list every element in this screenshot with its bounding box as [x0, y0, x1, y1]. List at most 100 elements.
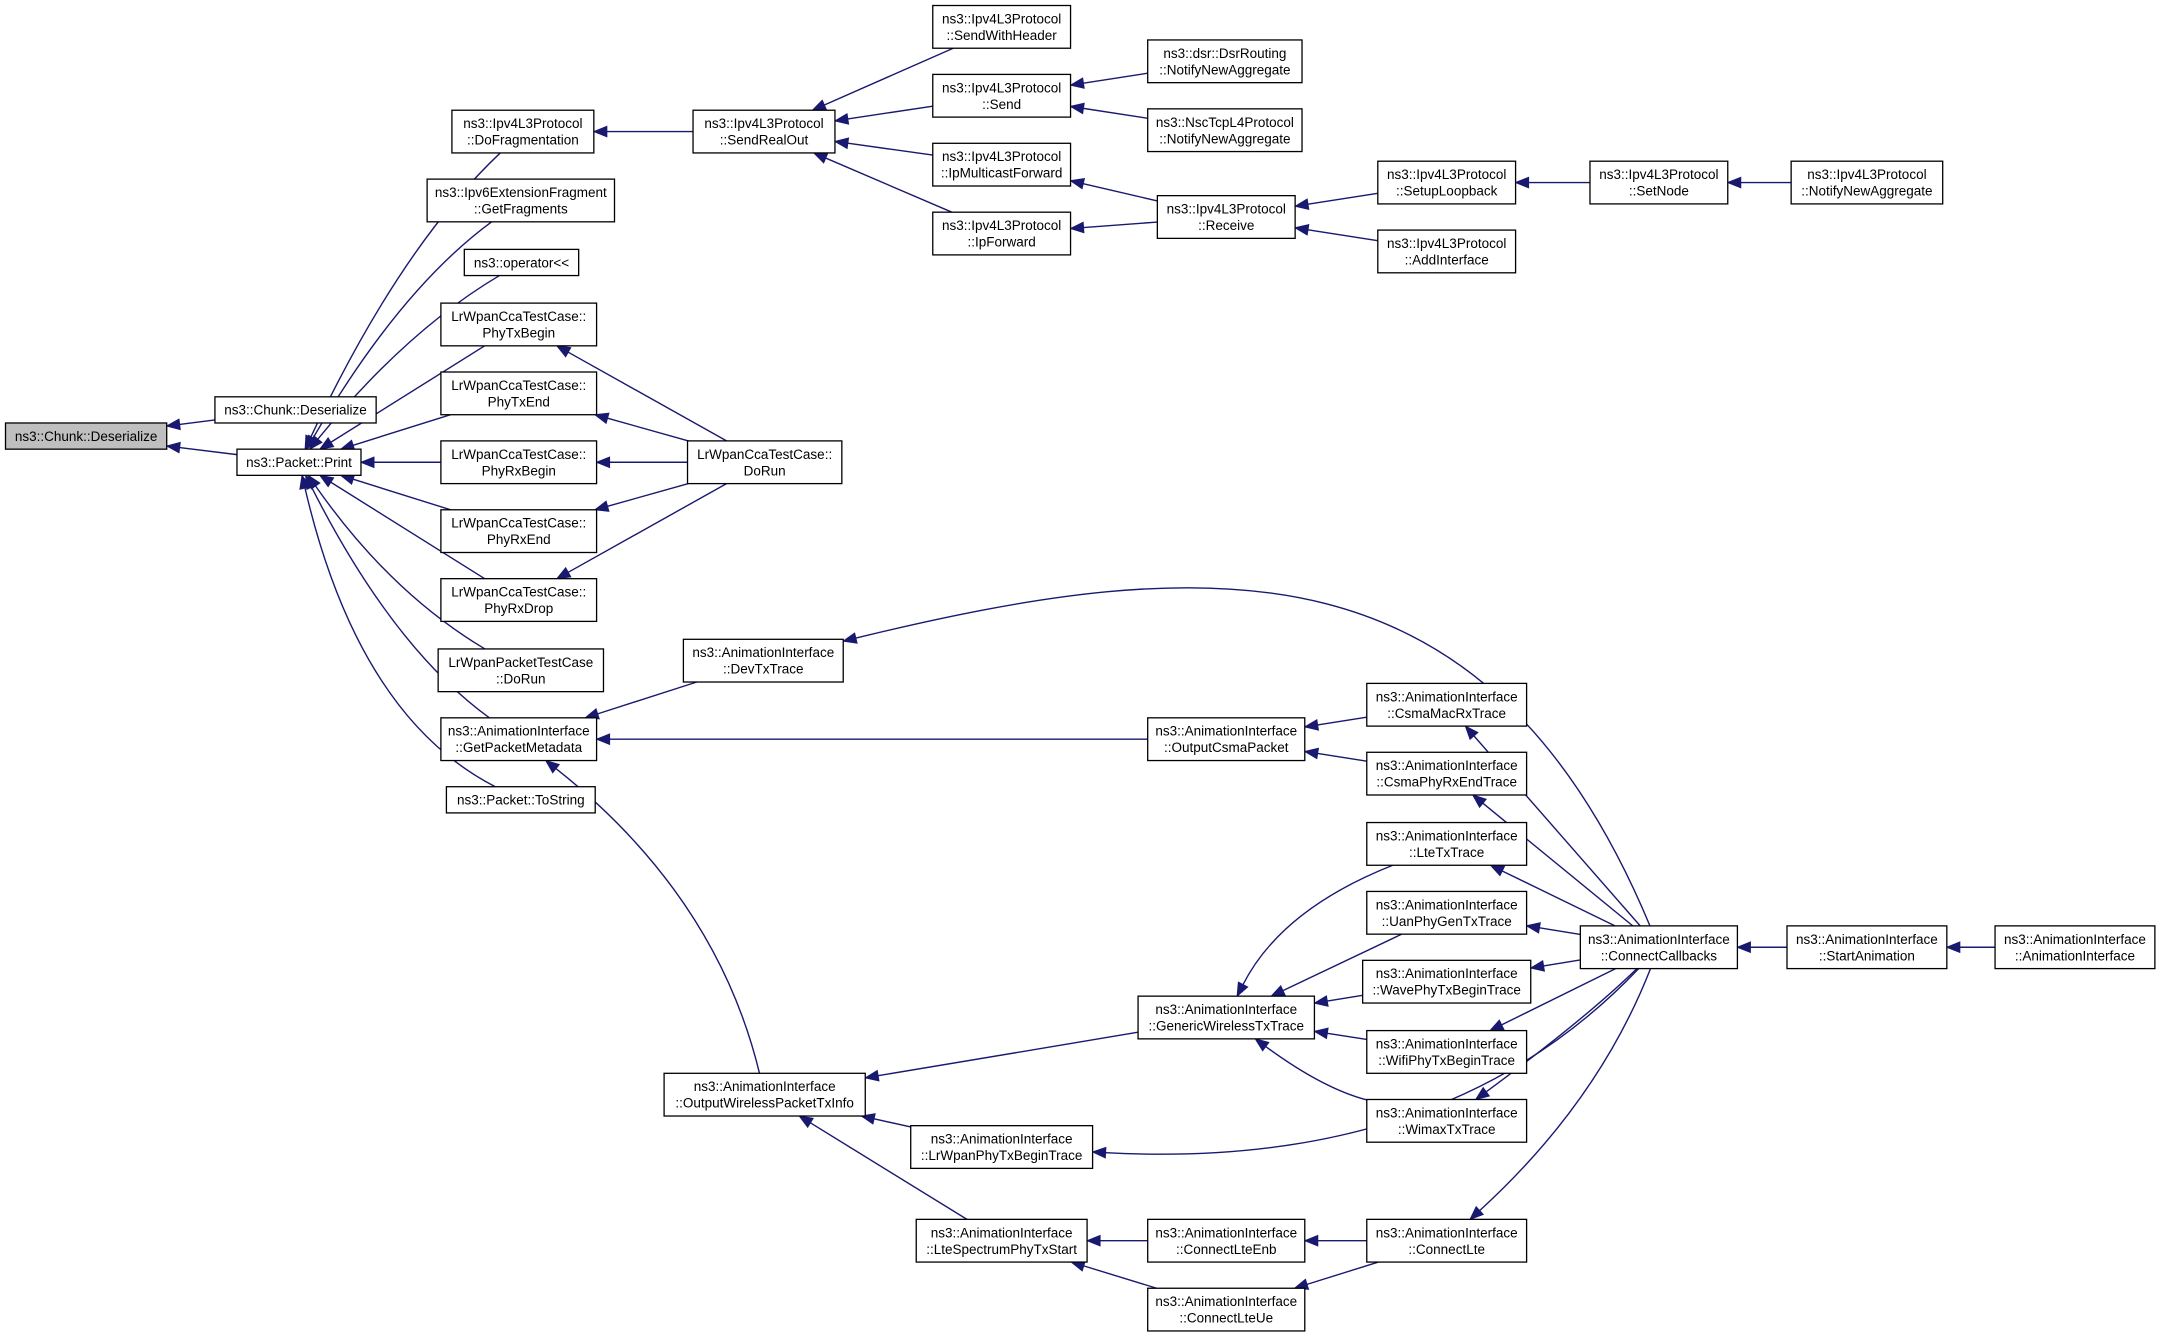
node-anim-csmamacrx[interactable]: ns3::AnimationInterface::CsmaMacRxTrace: [1366, 682, 1528, 727]
node-anim-outcsma[interactable]: ns3::AnimationInterface::OutputCsmaPacke…: [1147, 717, 1306, 762]
node-nsc-notify[interactable]: ns3::NscTcpL4Protocol::NotifyNewAggregat…: [1147, 108, 1303, 153]
node-cca-dorun[interactable]: LrWpanCcaTestCase::DoRun: [686, 440, 843, 485]
arrowhead-icon: [1313, 995, 1329, 1007]
arrowhead-icon: [1529, 960, 1546, 972]
node-label: ns3::Ipv4L3Protocol: [942, 80, 1061, 95]
node-anim-ltespectrum[interactable]: ns3::AnimationInterface::LteSpectrumPhyT…: [915, 1218, 1088, 1263]
node-label: ns3::Ipv4L3Protocol: [942, 149, 1061, 164]
node-label: ns3::AnimationInterface: [1155, 1294, 1297, 1309]
node-anim-connectlte[interactable]: ns3::AnimationInterface::ConnectLte: [1366, 1218, 1528, 1263]
node-anim-getpktmeta[interactable]: ns3::AnimationInterface::GetPacketMetada…: [440, 717, 598, 762]
node-anim-wifiphy[interactable]: ns3::AnimationInterface::WifiPhyTxBeginT…: [1366, 1029, 1528, 1074]
node-box: [1147, 1218, 1306, 1263]
node-ipv6-getfrag[interactable]: ns3::Ipv6ExtensionFragment::GetFragments: [426, 178, 616, 223]
node-anim-wimaxtx[interactable]: ns3::AnimationInterface::WimaxTxTrace: [1366, 1098, 1528, 1143]
node-ipv4-receive[interactable]: ns3::Ipv4L3Protocol::Receive: [1156, 194, 1296, 240]
arrowhead-icon: [1254, 1038, 1270, 1052]
node-ipv4-sendwithheader[interactable]: ns3::Ipv4L3Protocol::SendWithHeader: [932, 4, 1072, 49]
node-label: ::UanPhyGenTxTrace: [1382, 914, 1512, 929]
arrowhead-icon: [833, 113, 850, 125]
arrowhead-icon: [165, 441, 181, 454]
node-ipv4-sendrealout[interactable]: ns3::Ipv4L3Protocol::SendRealOut: [692, 109, 836, 154]
node-anim-connectlteenb[interactable]: ns3::AnimationInterface::ConnectLteEnb: [1147, 1218, 1306, 1263]
node-anim-wavephy[interactable]: ns3::AnimationInterface::WavePhyTxBeginT…: [1361, 959, 1532, 1004]
node-label: ::ConnectLteUe: [1179, 1311, 1273, 1326]
node-cca-phyrxbegin[interactable]: LrWpanCcaTestCase::PhyRxBegin: [440, 440, 598, 485]
node-label: ::ConnectLteEnb: [1176, 1242, 1277, 1257]
node-label: ::WavePhyTxBeginTrace: [1373, 983, 1521, 998]
node-box: [663, 1072, 866, 1117]
arrowhead-icon: [1736, 941, 1751, 954]
arrowhead-icon: [555, 566, 572, 580]
node-ipv4-dofrag[interactable]: ns3::Ipv4L3Protocol::DoFragmentation: [451, 109, 595, 154]
node-box: [932, 142, 1072, 187]
edge-cca_dorun-to-cca_phyrxbegin: [595, 456, 688, 469]
node-cca-phytxend[interactable]: LrWpanCcaTestCase::PhyTxEnd: [440, 371, 598, 416]
node-anim-outwireless[interactable]: ns3::AnimationInterface::OutputWirelessP…: [663, 1072, 866, 1117]
node-box: [236, 448, 362, 476]
edge-ipv4_ipmcast-to-ipv4_sendrealout: [833, 137, 933, 156]
node-pkt-dorun[interactable]: LrWpanPacketTestCase::DoRun: [437, 648, 605, 693]
node-ipv4-notify[interactable]: ns3::Ipv4L3Protocol::NotifyNewAggregate: [1790, 160, 1944, 205]
node-label: ::NotifyNewAggregate: [1159, 131, 1290, 146]
node-label: ns3::AnimationInterface: [931, 1225, 1073, 1240]
edge-cca_dorun-to-cca_phytxend: [593, 412, 689, 442]
node-ipv4-ipforward[interactable]: ns3::Ipv4L3Protocol::IpForward: [932, 211, 1072, 256]
edge-anim_outcsma-to-anim_getpktmeta: [595, 733, 1148, 746]
node-label: LrWpanCcaTestCase::: [451, 516, 586, 531]
node-label: ns3::Chunk::Deserialize: [15, 429, 158, 444]
node-ipv4-send[interactable]: ns3::Ipv4L3Protocol::Send: [932, 73, 1072, 118]
edge-packet_tostring-to-packet_print: [299, 474, 496, 788]
node-box: [915, 1218, 1088, 1263]
node-box: [440, 578, 598, 623]
arrowhead-icon: [811, 99, 828, 111]
node-operator-ll[interactable]: ns3::operator<<: [463, 248, 580, 277]
node-anim-uanphygen[interactable]: ns3::AnimationInterface::UanPhyGenTxTrac…: [1366, 890, 1528, 935]
edge-cca_dorun-to-cca_phyrxend: [593, 482, 689, 512]
edge-line: [1083, 182, 1158, 202]
node-anim-connectlteue[interactable]: ns3::AnimationInterface::ConnectLteUe: [1147, 1287, 1306, 1332]
node-anim-devtxtrace[interactable]: ns3::AnimationInterface::DevTxTrace: [682, 638, 844, 683]
node-anim-lrwpanphy[interactable]: ns3::AnimationInterface::LrWpanPhyTxBegi…: [910, 1125, 1094, 1170]
node-dsr-notify[interactable]: ns3::dsr::DsrRouting::NotifyNewAggregate: [1147, 39, 1303, 84]
edge-anim_wavephy-to-anim_genericwireless: [1313, 994, 1363, 1007]
node-chunk-deser2[interactable]: ns3::Chunk::Deserialize: [214, 396, 377, 424]
node-label: ns3::Ipv4L3Protocol: [942, 11, 1061, 26]
edge-cca_dorun-to-cca_phytxbegin: [555, 345, 727, 442]
node-label: ns3::dsr::DsrRouting: [1163, 46, 1286, 61]
node-anim-csmaphyrxend[interactable]: ns3::AnimationInterface::CsmaPhyRxEndTra…: [1366, 751, 1528, 796]
node-anim-startanimation[interactable]: ns3::AnimationInterface::StartAnimation: [1786, 925, 1948, 970]
edge-anim_startanimation-to-anim_connectcallbacks: [1736, 941, 1788, 954]
node-cca-phytxbegin[interactable]: LrWpanCcaTestCase::PhyTxBegin: [440, 302, 598, 347]
node-chunk-deser[interactable]: ns3::Chunk::Deserialize: [4, 422, 168, 450]
edge-ipv4_addinterface-to-ipv4_receive: [1293, 223, 1378, 242]
node-box: [692, 109, 836, 154]
node-anim-connectcallbacks[interactable]: ns3::AnimationInterface::ConnectCallback…: [1579, 925, 1739, 970]
node-box: [932, 73, 1072, 118]
node-label: ::WifiPhyTxBeginTrace: [1378, 1053, 1515, 1068]
node-box: [1790, 160, 1944, 205]
node-packet-tostring[interactable]: ns3::Packet::ToString: [445, 786, 596, 814]
node-anim-ltetx[interactable]: ns3::AnimationInterface::LteTxTrace: [1366, 821, 1528, 866]
arrowhead-icon: [1474, 1086, 1491, 1101]
edge-line: [855, 587, 1651, 927]
node-cca-phyrxdrop[interactable]: LrWpanCcaTestCase::PhyRxDrop: [440, 578, 598, 623]
node-box: [214, 396, 377, 424]
edge-line: [1539, 927, 1581, 936]
edge-ipv4_ipforward-to-ipv4_sendrealout: [812, 152, 953, 213]
node-anim-genericwireless[interactable]: ns3::AnimationInterface::GenericWireless…: [1137, 995, 1316, 1040]
node-packet-print[interactable]: ns3::Packet::Print: [236, 448, 362, 476]
node-label: ns3::AnimationInterface: [1796, 932, 1938, 947]
node-ipv4-setuploopback[interactable]: ns3::Ipv4L3Protocol::SetupLoopback: [1377, 160, 1517, 205]
node-label: ::Send: [982, 97, 1021, 112]
arrowhead-icon: [165, 418, 181, 431]
edge-line: [597, 681, 698, 715]
node-ipv4-ipmcast[interactable]: ns3::Ipv4L3Protocol::IpMulticastForward: [932, 142, 1072, 187]
node-box: [932, 4, 1072, 49]
node-ipv4-addinterface[interactable]: ns3::Ipv4L3Protocol::AddInterface: [1377, 229, 1517, 274]
node-ipv4-setnode[interactable]: ns3::Ipv4L3Protocol::SetNode: [1589, 160, 1729, 205]
nodes-layer: ns3::Chunk::Deserializens3::Chunk::Deser…: [4, 4, 2156, 1332]
node-anim-ctor[interactable]: ns3::AnimationInterface::AnimationInterf…: [1994, 925, 2156, 970]
node-cca-phyrxend[interactable]: LrWpanCcaTestCase::PhyRxEnd: [440, 509, 598, 554]
